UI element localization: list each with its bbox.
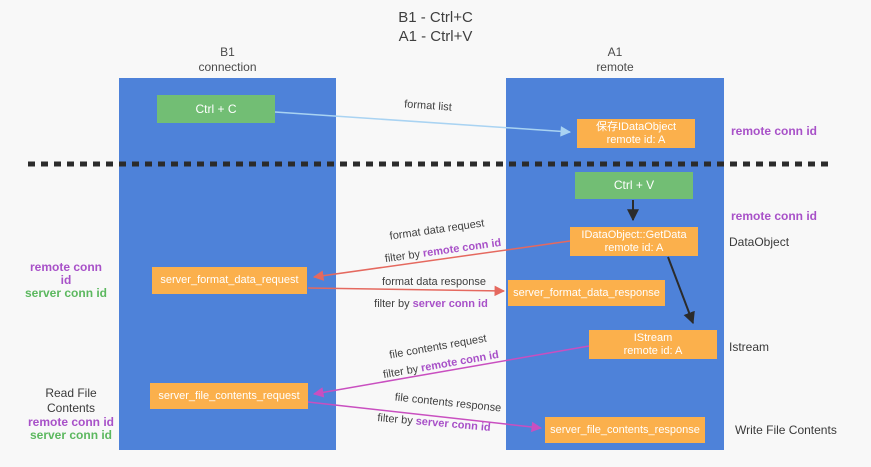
format-list-label: format list [403,98,453,114]
server-format-data-response-box: server_format_data_response [508,280,665,306]
save-idataobject-box: 保存IDataObject remote id: A [577,119,695,148]
ctrl-v-label: Ctrl + V [613,178,655,192]
format-data-response-label: format data response [382,276,486,288]
ctrl-v-box: Ctrl + V [575,172,693,199]
filter-by-text: filter by [374,298,410,310]
getdata-line1: IDataObject::GetData [581,228,687,241]
diagram-title: B1 - Ctrl+C A1 - Ctrl+V [0,8,871,46]
format-data-response-arrow [307,285,506,297]
server-format-data-request-label: server_format_data_request [160,274,299,286]
idataobject-getdata-box: IDataObject::GetData remote id: A [570,227,698,256]
server-file-contents-request-box: server_file_contents_request [150,383,308,409]
lifeline-b1-subtitle: connection [198,60,257,74]
server-format-data-response-label: server_format_data_response [513,286,660,299]
title-line-2: A1 - Ctrl+V [398,28,473,45]
format-data-request-label: format data request [388,217,486,243]
lifeline-a1-title: A1 [607,45,623,59]
istream-box: IStream remote id: A [589,330,717,359]
server-format-data-request-box: server_format_data_request [152,267,307,294]
dataobject-label: DataObject [729,235,790,249]
right-remote-conn-id-top-label: remote conn id [731,124,818,138]
filter-by-text: filter by [376,412,414,428]
lifeline-header-b1: B1 connection [119,45,336,75]
remote-conn-id-text: remote conn id [422,236,502,260]
lifeline-b1-title: B1 [220,45,235,59]
right-remote-conn-id-mid-label: remote conn id [731,209,818,223]
format-data-request-filter-label: filter byremote conn id [384,237,502,265]
getdata-line2: remote id: A [604,241,664,254]
istream-side-label: Istream [729,340,770,354]
istream-line2: remote id: A [623,344,683,357]
ctrl-c-box: Ctrl + C [157,95,275,123]
server-conn-id-text: server conn id [415,415,492,434]
file-contents-response-label: file contents response [394,391,502,415]
left-server-conn-id-bottom-label: server conn id [29,428,113,442]
ctrl-c-label: Ctrl + C [195,101,237,116]
filter-by-text: filter by [384,248,421,266]
read-file-contents-label: Read File Contents [45,386,97,415]
server-file-contents-request-label: server_file_contents_request [158,389,300,402]
write-file-contents-label: Write File Contents [735,423,837,437]
server-file-contents-response-box: server_file_contents_response [545,417,705,443]
server-file-contents-response-label: server_file_contents_response [550,423,700,436]
save-idataobject-line1: 保存IDataObject [595,120,677,133]
left-server-conn-id-top-label: server conn id [24,286,108,300]
left-conn-id-group-bottom: Read File Contents remote conn id server… [20,386,122,442]
lifeline-header-a1: A1 remote [506,45,724,75]
lifeline-a1-subtitle: remote [596,60,634,74]
save-idataobject-line2: remote id: A [606,133,666,146]
server-conn-id-text: server conn id [412,298,488,310]
left-remote-conn-id-bottom-label: remote conn id [27,415,114,429]
istream-line1: IStream [633,331,673,344]
left-remote-conn-id-top-label: remote conn id [29,260,102,287]
title-line-1: B1 - Ctrl+C [398,9,473,26]
left-conn-id-group-top: remote conn id server conn id [24,261,108,300]
filter-by-text: filter by [382,363,420,382]
